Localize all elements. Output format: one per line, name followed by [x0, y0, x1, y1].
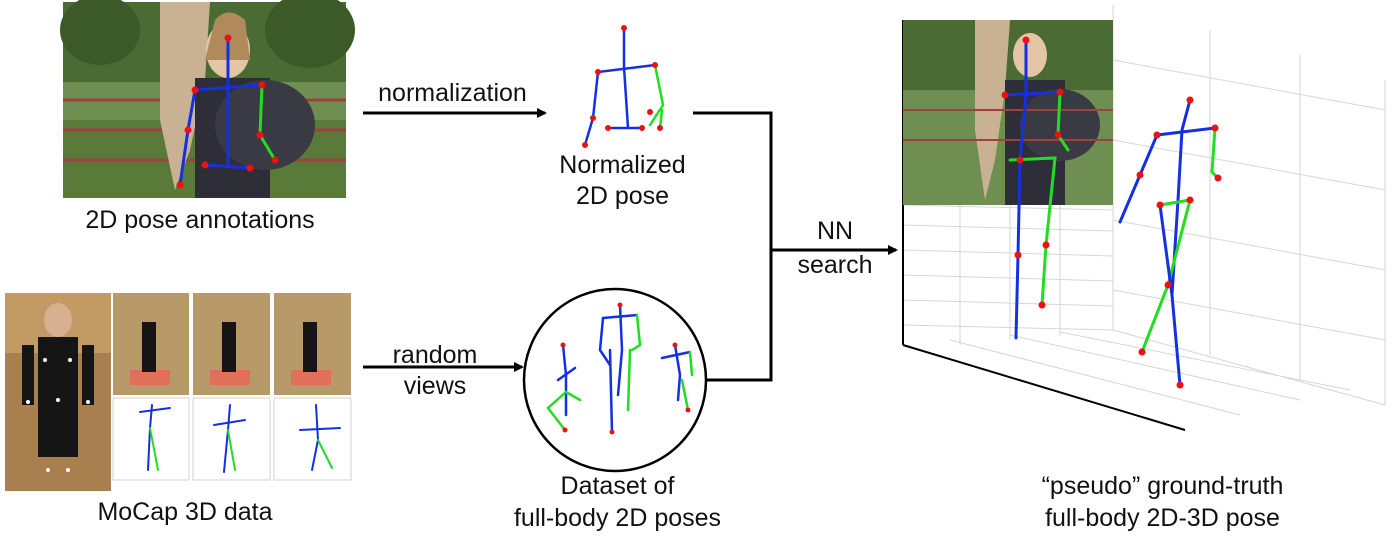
normalization-label: normalization — [378, 79, 527, 107]
normalized-pose-skeleton — [582, 25, 665, 148]
annotated-photo — [60, 0, 355, 198]
mocap-label: MoCap 3D data — [97, 498, 273, 526]
result-3d-plot — [902, 5, 1386, 431]
nn-label-line1: NN — [816, 217, 854, 245]
mocap-images — [5, 293, 352, 491]
normalized-label-line1: Normalized — [559, 151, 686, 179]
pseudo-ground-truth-line1: “pseudo” ground-truth — [1041, 472, 1284, 500]
normalized-label-line2: 2D pose — [575, 182, 670, 210]
random-views-label-line1: random — [392, 341, 478, 369]
merge-connector-top — [693, 111, 773, 250]
dataset-label-line1: Dataset of — [560, 472, 675, 500]
pseudo-ground-truth-line2: full-body 2D-3D pose — [1045, 504, 1280, 532]
pose-annotations-label: 2D pose annotations — [85, 206, 315, 234]
dataset-label-line2: full-body 2D poses — [513, 504, 722, 532]
nn-label-line2: search — [797, 251, 873, 279]
merge-connector-bottom — [706, 250, 773, 382]
random-views-label-line2: views — [403, 372, 467, 400]
arrows — [363, 108, 898, 382]
dataset-circle — [522, 287, 708, 473]
